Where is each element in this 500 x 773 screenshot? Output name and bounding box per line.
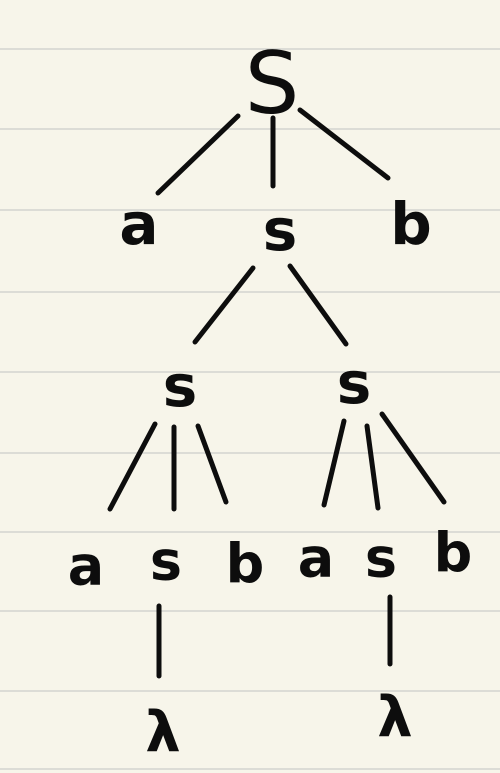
ruled-line	[0, 768, 500, 770]
node-left-b: b	[226, 533, 265, 596]
node-left-lambda: λ	[145, 701, 180, 766]
edge-left-s-to-b	[195, 423, 229, 505]
ruled-line	[0, 452, 500, 454]
node-b: b	[390, 190, 432, 258]
edge-right-s-to-s	[364, 423, 381, 511]
node-right-b: b	[434, 522, 473, 585]
edge-s-to-right-s	[287, 263, 349, 347]
root-node: S	[245, 34, 300, 134]
node-left-a: a	[68, 535, 104, 598]
node-left-s-child: s	[150, 530, 182, 593]
node-left-s: s	[163, 352, 198, 420]
ruled-line	[0, 48, 500, 50]
edge-left-s-to-a	[107, 421, 158, 512]
node-right-lambda: λ	[377, 686, 412, 751]
edge-right-s-to-a	[321, 418, 347, 508]
node-a: a	[119, 190, 158, 258]
node-right-s-child: s	[365, 527, 397, 590]
node-right-a: a	[298, 527, 334, 590]
ruled-line	[0, 610, 500, 612]
ruled-line	[0, 531, 500, 533]
ruled-line	[0, 209, 500, 211]
node-s: s	[263, 196, 298, 264]
edge-right-s-to-b	[379, 411, 447, 505]
node-right-s: s	[337, 349, 372, 417]
edge-root-to-a	[155, 113, 241, 196]
ruled-line	[0, 690, 500, 692]
ruled-line	[0, 128, 500, 130]
edge-s-to-left-s	[192, 265, 256, 345]
edge-root-to-b	[297, 107, 391, 181]
ruled-line	[0, 371, 500, 373]
ruled-line	[0, 291, 500, 293]
